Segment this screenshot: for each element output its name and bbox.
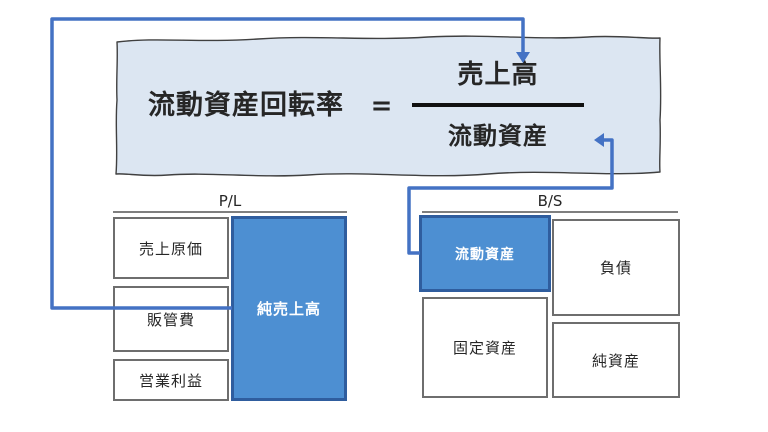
bs-box-current-assets: 流動資産 <box>419 215 551 292</box>
formula-name: 流動資産回転率 <box>148 90 344 121</box>
pl-box-cost-of-sales: 売上原価 <box>113 217 229 279</box>
bs-box-net-assets: 純資産 <box>552 322 680 398</box>
bs-box-fixed-assets: 固定資産 <box>422 297 548 398</box>
bs-header-underline <box>422 211 678 213</box>
formula-numerator: 売上高 <box>457 60 539 90</box>
formula-denominator: 流動資産 <box>448 122 548 150</box>
pl-box-sga: 販管費 <box>113 286 229 352</box>
pl-box-operating-profit: 営業利益 <box>113 359 229 401</box>
pl-header-underline <box>113 211 347 213</box>
pl-section-title: P/L <box>218 192 242 210</box>
equals-sign: = <box>370 91 394 121</box>
bs-section-title: B/S <box>537 192 563 210</box>
fraction-bar <box>412 103 584 107</box>
bs-box-liabilities: 負債 <box>552 219 680 316</box>
pl-box-net-sales: 純売上高 <box>231 216 347 401</box>
